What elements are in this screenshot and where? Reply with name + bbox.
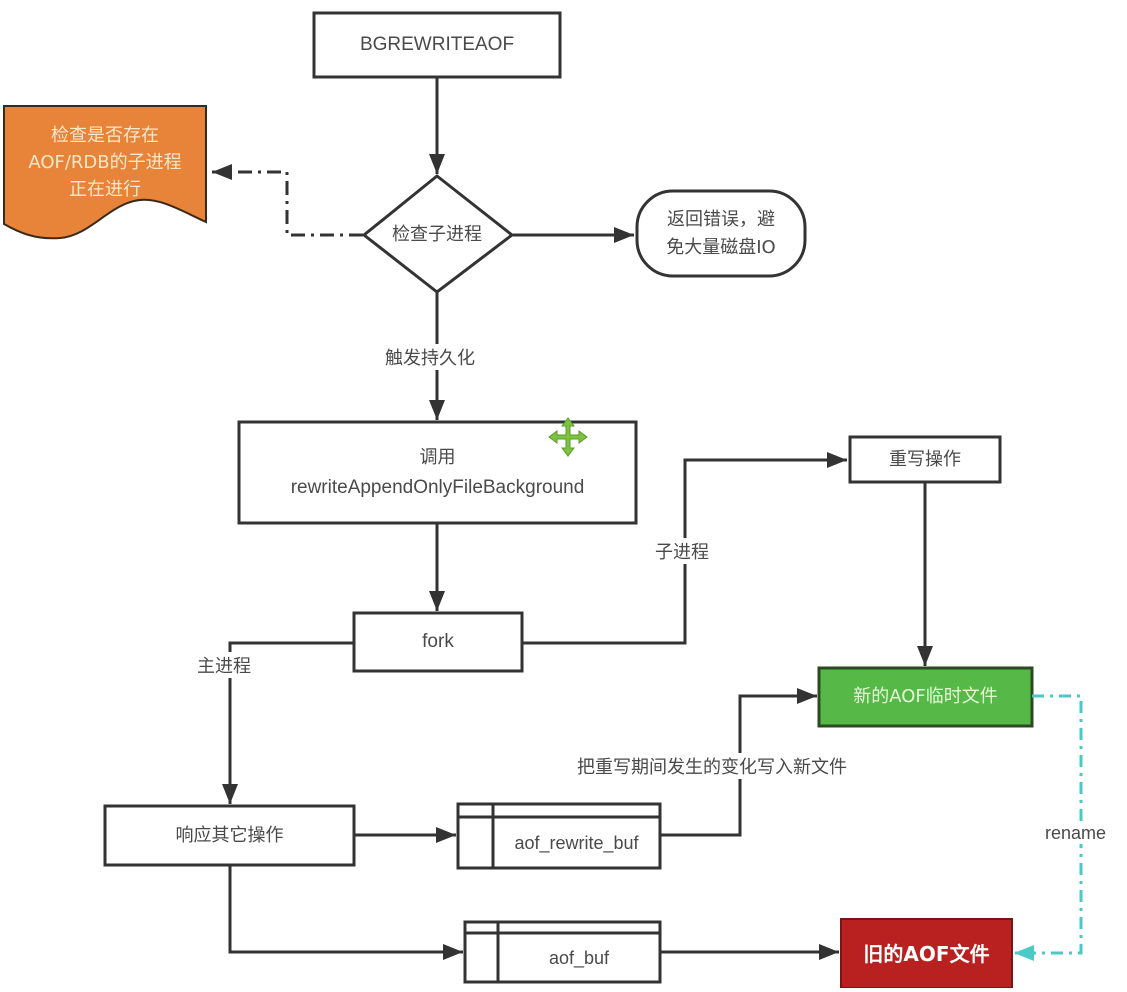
call-rewrite-line-2: rewriteAppendOnlyFileBackground [290,476,585,498]
check-note-label: 检查是否存在 AOF/RDB的子进程 正在进行 [4,120,206,204]
check-note-line-3: 正在进行 [69,178,141,200]
respond-other-label: 响应其它操作 [175,824,284,846]
aof-buf-storage-shape [463,920,662,984]
aof-rewrite-buf-label: aof_rewrite_buf [514,832,639,853]
check-note-document-shape [3,105,207,240]
return-error-label: 返回错误，避 免大量磁盘IO [637,191,805,276]
check-child-label: 检查子进程 [392,224,482,245]
edge-label-rename: rename [1043,823,1109,844]
fork-label: fork [422,631,454,652]
bgrewriteaof-label: BGREWRITEAOF [359,34,515,55]
bgrewriteaof-box [312,11,562,79]
fork-box [352,611,524,673]
edge-respond-to-aof-buf [228,865,463,960]
new-aof-tmp-box [817,666,1034,728]
call-rewrite-label: 调用 rewriteAppendOnlyFileBackground [239,422,636,523]
call-rewrite-line-1: 调用 [419,446,456,468]
aof-rewrite-buf-storage-shape [456,802,662,870]
check-note-line-2: AOF/RDB的子进程 [28,151,182,173]
rewrite-op-label: 重写操作 [889,448,961,470]
edge-label-trigger-persist: 触发持久化 [383,344,477,370]
return-error-line-2: 免大量磁盘IO [666,236,776,258]
return-error-line-1: 返回错误，避 [667,208,775,230]
old-aof-box [840,918,1013,989]
edge-fork-to-respond-other [222,641,354,804]
new-aof-tmp-label: 新的AOF临时文件 [853,686,998,707]
aof-buf-label: aof_buf [548,947,610,968]
return-error-terminator-shape [635,189,807,278]
edge-label-main-process: 主进程 [195,652,253,678]
move-cursor-icon [548,417,588,457]
edge-check-to-note-dashdot [212,164,363,237]
old-aof-label: 旧的AOF文件 [863,941,990,966]
edge-label-child-process: 子进程 [653,538,711,564]
edge-label-write-changes: 把重写期间发生的变化写入新文件 [575,753,849,779]
check-note-line-1: 检查是否存在 [51,124,159,146]
